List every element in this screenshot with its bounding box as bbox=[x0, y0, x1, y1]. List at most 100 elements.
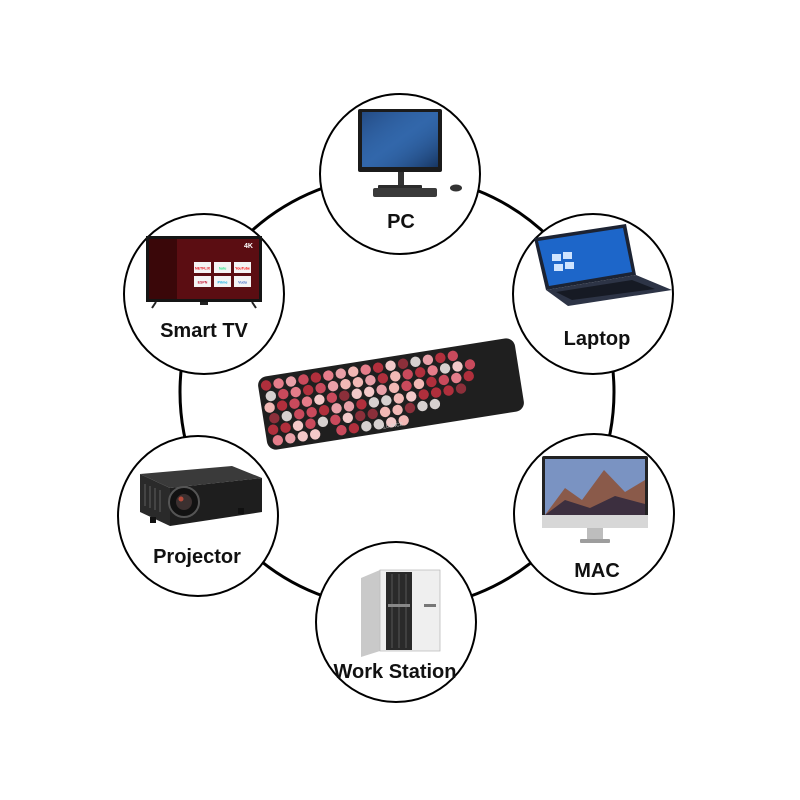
tv-app-tile bbox=[214, 276, 231, 287]
device-label: PC bbox=[387, 211, 415, 233]
keyboard-key bbox=[385, 360, 396, 371]
keyboard-key bbox=[280, 422, 291, 433]
keyboard-key bbox=[402, 369, 413, 380]
keyboard-key bbox=[302, 384, 314, 396]
keyboard-key bbox=[343, 401, 355, 412]
keyboard-key bbox=[367, 408, 378, 420]
keyboard-key bbox=[305, 418, 316, 429]
device-node-projector: Projector bbox=[117, 435, 279, 597]
keyboard-key bbox=[348, 366, 359, 377]
tv-app-label: Vudu bbox=[238, 281, 247, 285]
keyboard-key bbox=[413, 378, 425, 390]
keyboard-key bbox=[381, 395, 392, 406]
keyboard-key bbox=[285, 376, 297, 387]
keyboard-key bbox=[426, 376, 437, 388]
keyboard-key bbox=[340, 378, 351, 390]
tv-app-label: ESPN bbox=[198, 281, 208, 285]
keyboard-key bbox=[317, 416, 329, 427]
device-node-mac: MAC bbox=[513, 433, 675, 595]
keyboard-key bbox=[339, 390, 350, 401]
keyboard-key bbox=[398, 415, 409, 426]
projector-icon bbox=[140, 466, 262, 526]
keyboard-key bbox=[335, 368, 346, 379]
keyboard-key bbox=[410, 356, 421, 367]
keyboard-key bbox=[276, 400, 288, 411]
keyboard-key bbox=[294, 409, 305, 420]
keyboard-key bbox=[386, 417, 397, 428]
keyboard-key bbox=[401, 380, 412, 392]
keyboard-key bbox=[393, 393, 404, 404]
tv-app-tile bbox=[214, 262, 231, 273]
device-label: Projector bbox=[153, 546, 241, 568]
keyboard-key bbox=[392, 404, 403, 416]
tv-app-label: hulu bbox=[219, 267, 227, 271]
imac-icon bbox=[542, 456, 648, 543]
keyboard-key bbox=[269, 412, 280, 424]
keyboard-key bbox=[342, 412, 353, 424]
keyboard-key bbox=[443, 385, 454, 396]
device-node-pc: PC bbox=[319, 93, 481, 255]
keyboard-key bbox=[435, 352, 446, 364]
tv-app-tile bbox=[194, 276, 211, 287]
tv-app-tile bbox=[234, 262, 251, 273]
keyboard-key bbox=[310, 372, 322, 383]
keyboard-key bbox=[281, 410, 292, 422]
keyboard-key bbox=[326, 392, 338, 403]
keyboard-key bbox=[427, 365, 438, 376]
keyboard-key bbox=[414, 367, 426, 378]
keyboard-key bbox=[314, 394, 325, 405]
desktop-pc-icon bbox=[358, 109, 462, 197]
keyboard-key bbox=[365, 375, 376, 386]
keyboard-key bbox=[376, 384, 387, 396]
keyboard-key bbox=[417, 400, 428, 412]
tv-app-tile bbox=[194, 262, 211, 273]
keyboard-key bbox=[372, 362, 384, 373]
keyboard-key bbox=[397, 358, 409, 369]
device-label: Laptop bbox=[564, 328, 631, 350]
device-label: Work Station bbox=[334, 661, 457, 683]
keyboard-keys bbox=[260, 350, 476, 446]
keyboard-key bbox=[267, 424, 279, 435]
keyboard-key bbox=[289, 398, 300, 409]
keyboard-key bbox=[323, 370, 334, 381]
keyboard-key bbox=[379, 406, 391, 418]
keyboard-key bbox=[361, 421, 372, 432]
keyboard-key bbox=[290, 386, 301, 398]
keyboard-key bbox=[292, 420, 304, 431]
keyboard-key bbox=[285, 433, 296, 444]
keyboard-key bbox=[377, 373, 389, 384]
keyboard-key bbox=[315, 382, 326, 394]
keyboard-key bbox=[301, 396, 313, 407]
keyboard-key bbox=[373, 419, 384, 430]
keyboard-key bbox=[273, 378, 284, 389]
tv-app-label: Prime bbox=[218, 281, 228, 285]
tv-app-label: YouTube bbox=[235, 267, 250, 271]
device-node-laptop: Laptop bbox=[512, 213, 674, 375]
keyboard-key bbox=[447, 350, 458, 362]
keyboard-key bbox=[451, 372, 462, 384]
keyboard-key bbox=[455, 383, 467, 394]
keyboard-key bbox=[404, 402, 416, 414]
keyboard-key bbox=[356, 399, 367, 410]
keyboard-key bbox=[348, 423, 360, 434]
keyboard-key bbox=[298, 374, 309, 385]
keyboard-key bbox=[278, 388, 289, 400]
keyboard-key bbox=[422, 354, 434, 366]
keyboard-key bbox=[331, 403, 342, 414]
keyboard-key bbox=[318, 405, 330, 416]
keyboard-key bbox=[463, 370, 474, 382]
keyboard-key bbox=[452, 361, 463, 372]
keyboard-key bbox=[464, 359, 476, 370]
keyboard-key bbox=[264, 402, 275, 413]
device-node-workstation: Work Station bbox=[315, 541, 477, 703]
workstation-tower-icon bbox=[361, 569, 441, 657]
keyboard-key bbox=[260, 380, 272, 391]
laptop-icon bbox=[534, 224, 672, 306]
keyboard-key bbox=[388, 382, 400, 394]
keyboard-key bbox=[327, 380, 339, 392]
keyboard-key bbox=[406, 391, 417, 402]
